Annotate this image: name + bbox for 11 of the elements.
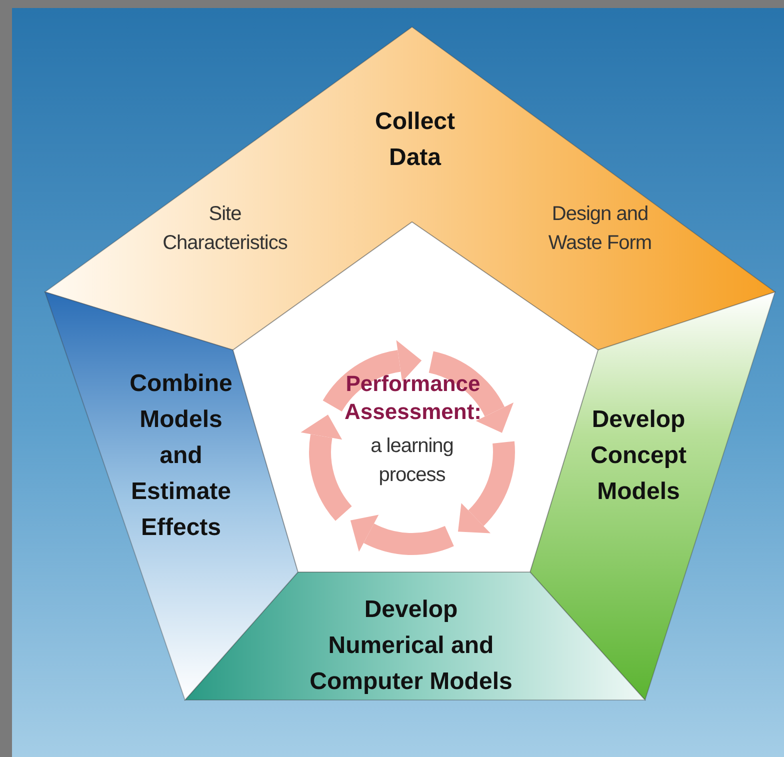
- segment-heading: Combine Models and Estimate Effects: [128, 369, 234, 543]
- pentagon-bottom-segment: [185, 572, 645, 700]
- segment-heading: Develop Numerical and Computer Models: [308, 595, 514, 697]
- pentagon-right-segment: [530, 292, 775, 700]
- segment-subtext: a learning process: [370, 434, 454, 488]
- segment-subtext: Design and Waste Form: [547, 202, 653, 256]
- segment-heading: Collect Data: [374, 107, 456, 173]
- segment-heading: Performance Assessment:: [344, 370, 482, 425]
- segment-subtext: Site Characteristics: [162, 202, 288, 256]
- pentagon-left-segment: [45, 292, 298, 700]
- segment-heading: Develop Concept Models: [590, 405, 688, 507]
